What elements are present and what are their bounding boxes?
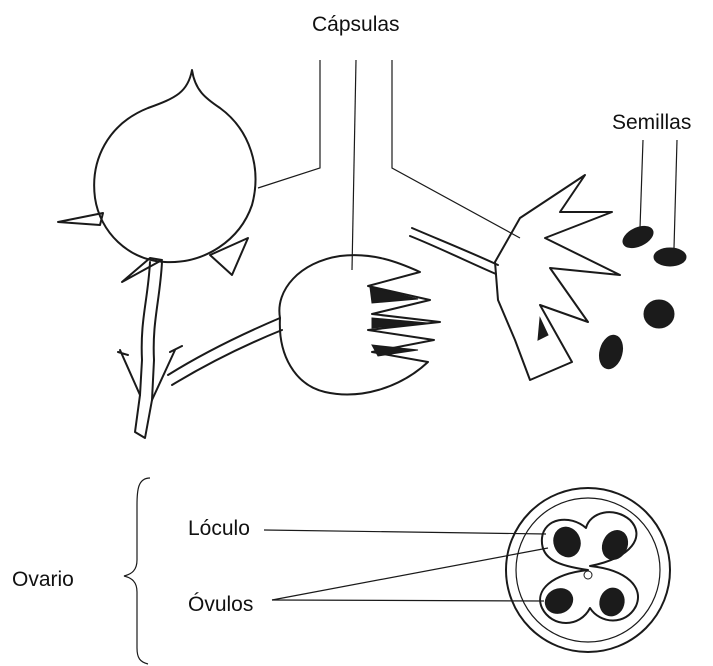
branch-stem	[118, 262, 282, 438]
ovary-cross-section	[506, 488, 670, 652]
locule-leader-line	[264, 530, 546, 534]
capsule-opening	[279, 255, 440, 394]
capsule-open	[410, 175, 620, 380]
capsules-leader-lines	[258, 60, 520, 270]
seeds-label: Semillas	[612, 112, 691, 133]
capsules-label: Cápsulas	[312, 14, 400, 35]
capsule-whole	[58, 70, 255, 282]
seeds	[596, 222, 686, 371]
ovary-brace	[124, 478, 150, 664]
ovary-label: Ovario	[12, 569, 74, 590]
locule-label: Lóculo	[188, 518, 250, 539]
ovules-label: Óvulos	[188, 594, 253, 615]
